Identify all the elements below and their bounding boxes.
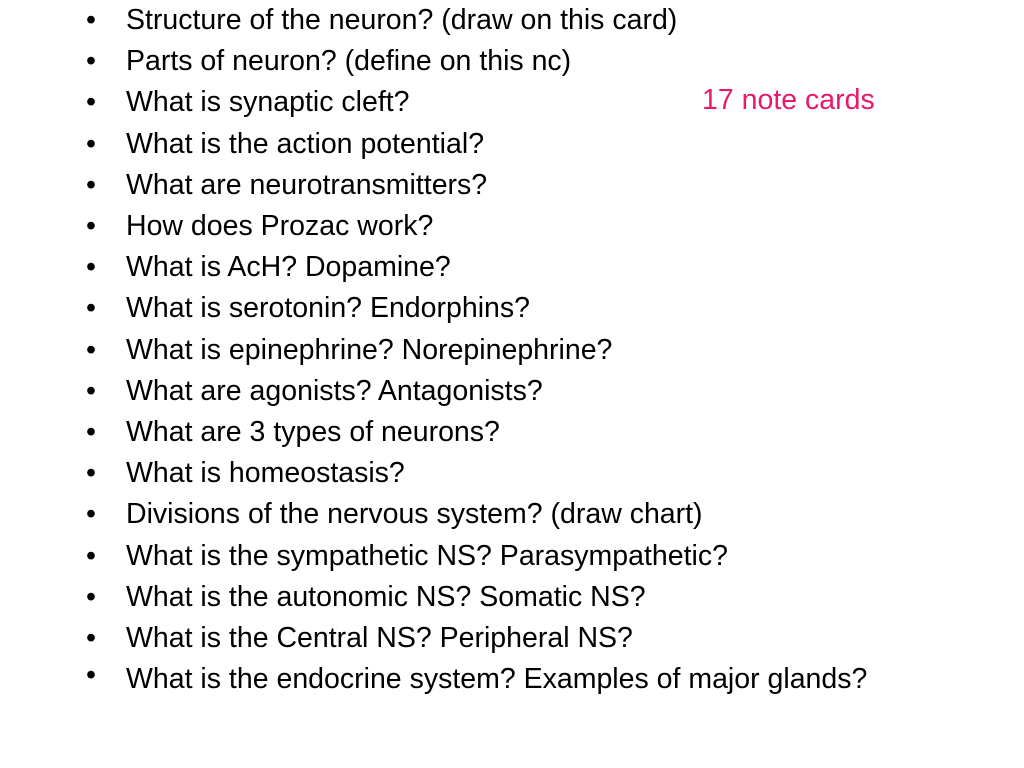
bullet-icon: • [86,4,96,36]
item-text: What is the endocrine system? Examples o… [126,663,868,696]
list-item: • Structure of the neuron? (draw on this … [86,0,966,41]
bullet-icon: • [86,580,96,613]
item-text: What is synaptic cleft? [126,86,410,119]
item-text: What is AcH? Dopamine? [126,251,451,284]
list-item: • What is synaptic cleft? [86,82,966,123]
list-item: • Divisions of the nervous system? (draw … [86,494,966,535]
list-item: • What is the endocrine system? Examples … [86,659,966,696]
bullet-icon: • [86,374,96,407]
item-text: Divisions of the nervous system? (draw c… [126,498,703,531]
bullet-icon: • [86,539,96,572]
item-text: Parts of neuron? (define on this nc) [126,45,572,78]
bullet-icon: • [86,498,96,531]
item-text: What is homeostasis? [126,457,405,490]
list-item: • What is serotonin? Endorphins? [86,288,966,329]
item-text: What is epinephrine? Norepinephrine? [126,333,613,366]
bullet-icon: • [86,333,96,366]
bullet-icon: • [86,45,96,78]
list-item: • What is epinephrine? Norepinephrine? [86,330,966,371]
item-text: What is the autonomic NS? Somatic NS? [126,580,646,613]
bullet-icon: • [86,659,96,692]
bullet-icon: • [86,251,96,284]
item-text: How does Prozac work? [126,210,434,243]
list-item: • Parts of neuron? (define on this nc) [86,41,966,82]
bullet-icon: • [86,210,96,243]
bullet-icon: • [86,622,96,655]
item-text: What is the action potential? [126,127,485,160]
list-item: • What are 3 types of neurons? [86,412,966,453]
list-item: • What is AcH? Dopamine? [86,247,966,288]
item-text: What are 3 types of neurons? [126,416,500,449]
item-text: Structure of the neuron? (draw on this c… [126,4,678,36]
note-cards-count: 17 note cards [702,84,875,116]
bullet-icon: • [86,457,96,490]
question-list: • Structure of the neuron? (draw on this … [86,0,966,696]
bullet-icon: • [86,168,96,201]
item-text: What is the sympathetic NS? Parasympathe… [126,539,728,572]
list-item: • What is the sympathetic NS? Parasympath… [86,536,966,577]
bullet-icon: • [86,127,96,160]
item-text: What is serotonin? Endorphins? [126,292,530,325]
bullet-icon: • [86,292,96,325]
bullet-icon: • [86,416,96,449]
list-item: • What is the autonomic NS? Somatic NS? [86,577,966,618]
list-item: • What are neurotransmitters? [86,165,966,206]
list-item: • How does Prozac work? [86,206,966,247]
item-text: What are neurotransmitters? [126,168,488,201]
list-item: • What is the action potential? [86,124,966,165]
list-item: • What are agonists? Antagonists? [86,371,966,412]
list-item: • What is the Central NS? Peripheral NS? [86,618,966,659]
list-item: • What is homeostasis? [86,453,966,494]
item-text: What is the Central NS? Peripheral NS? [126,622,633,655]
bullet-icon: • [86,86,96,119]
item-text: What are agonists? Antagonists? [126,374,543,407]
